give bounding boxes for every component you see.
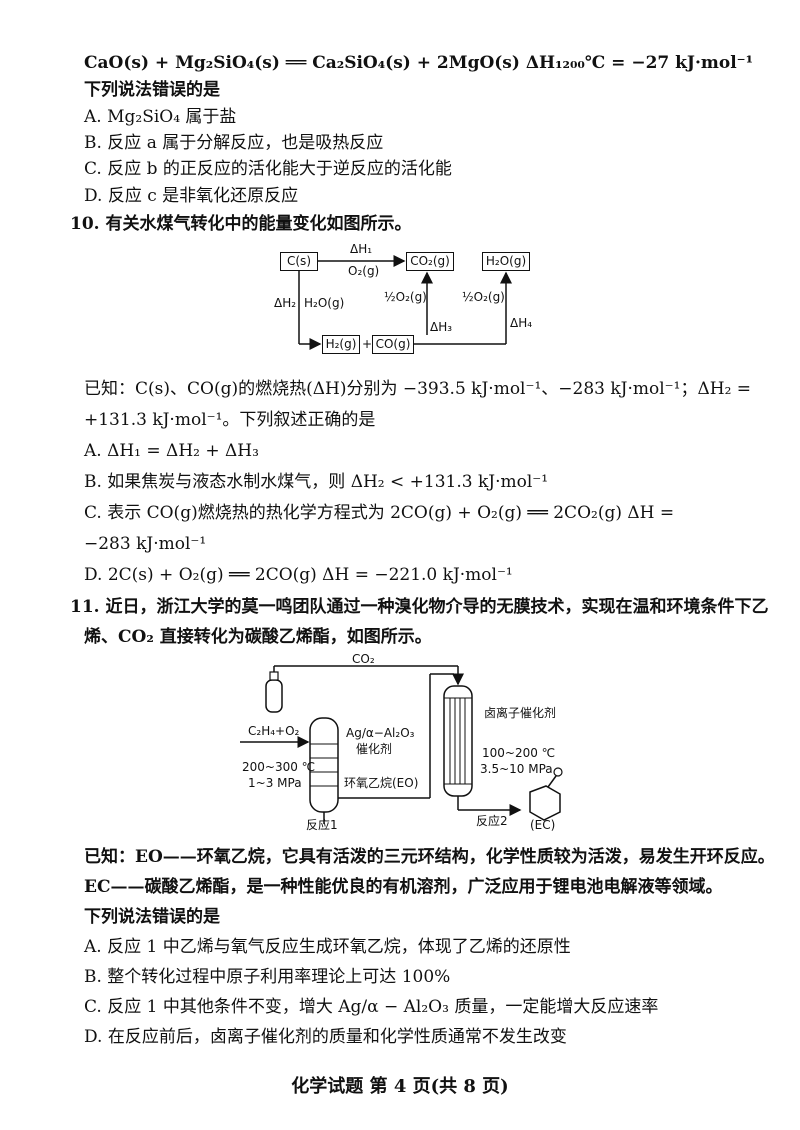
given-eo-definition: 已知：EO——环氧乙烷，它具有活泼的三元环结构，化学性质较为活泼，易发生开环反应… bbox=[84, 847, 775, 867]
question-10-stem: 10. 有关水煤气转化中的能量变化如图所示。 bbox=[70, 214, 412, 234]
condition1-pressure: 1~3 MPa bbox=[248, 776, 302, 790]
box-h2: H₂(g) bbox=[322, 335, 360, 354]
box-co: CO(g) bbox=[372, 335, 414, 354]
catalyst2-label: 卤离子催化剂 bbox=[484, 706, 557, 720]
box-co2: CO₂(g) bbox=[406, 252, 454, 271]
process-diagram: CO₂ C₂H₄+O₂ Ag/α−Al₂O₃ 催化剂 200~300 ℃ 1~3… bbox=[230, 652, 590, 834]
label-half-o2-b: ½O₂(g) bbox=[462, 290, 505, 304]
option-c: C. 表示 CO(g)燃烧热的热化学方程式为 2CO(g) + O₂(g) ══… bbox=[84, 503, 675, 523]
option-a: A. 反应 1 中乙烯与氧气反应生成环氧乙烷，体现了乙烯的还原性 bbox=[84, 937, 571, 957]
given-ec-definition: EC——碳酸乙烯酯，是一种性能优良的有机溶剂，广泛应用于锂电池电解液等领域。 bbox=[84, 877, 723, 897]
option-a: A. Mg₂SiO₄ 属于盐 bbox=[84, 107, 237, 127]
label-dh3: ΔH₃ bbox=[430, 320, 453, 334]
option-d: D. 2C(s) + O₂(g) ══ 2CO(g) ΔH = −221.0 k… bbox=[84, 565, 513, 585]
catalyst1-label: Ag/α−Al₂O₃ bbox=[346, 726, 415, 740]
plus-sign: + bbox=[362, 337, 373, 351]
option-c-continued: −283 kJ·mol⁻¹ bbox=[84, 534, 207, 554]
label-dh1: ΔH₁ bbox=[350, 242, 373, 256]
question-prompt: 下列说法错误的是 bbox=[84, 80, 220, 100]
condition2-temp: 100~200 ℃ bbox=[482, 746, 556, 760]
option-c: C. 反应 b 的正反应的活化能大于逆反应的活化能 bbox=[84, 159, 452, 179]
label-half-o2-a: ½O₂(g) bbox=[384, 290, 427, 304]
given-data-line-2: +131.3 kJ·mol⁻¹。下列叙述正确的是 bbox=[84, 410, 376, 430]
given-data-line-1: 已知：C(s)、CO(g)的燃烧热(ΔH)分别为 −393.5 kJ·mol⁻¹… bbox=[84, 379, 752, 399]
catalyst1-sublabel: 催化剂 bbox=[356, 742, 393, 756]
condition1-temp: 200~300 ℃ bbox=[242, 760, 316, 774]
option-c: C. 反应 1 中其他条件不变，增大 Ag/α − Al₂O₃ 质量，一定能增大… bbox=[84, 997, 659, 1017]
ec-label: (EC) bbox=[530, 818, 556, 832]
energy-diagram: C(s) CO₂(g) H₂O(g) H₂(g) + CO(g) ΔH₁ O₂(… bbox=[260, 240, 560, 370]
condition2-pressure: 3.5~10 MPa bbox=[480, 762, 553, 776]
box-c-solid: C(s) bbox=[280, 252, 318, 271]
page-footer: 化学试题 第 4 页(共 8 页) bbox=[291, 1076, 509, 1097]
question-11-stem-continued: 烯、CO₂ 直接转化为碳酸乙烯酯，如图所示。 bbox=[84, 627, 432, 647]
label-o2: O₂(g) bbox=[348, 264, 380, 278]
label-dh4: ΔH₄ bbox=[510, 316, 533, 330]
eo-label: 环氧乙烷(EO) bbox=[344, 776, 419, 790]
option-b: B. 反应 a 属于分解反应，也是吸热反应 bbox=[84, 133, 384, 153]
feed-label: C₂H₄+O₂ bbox=[248, 724, 300, 738]
question-11-stem: 11. 近日，浙江大学的莫一鸣团队通过一种溴化物介导的无膜技术，实现在温和环境条… bbox=[70, 597, 769, 617]
reaction1-label: 反应1 bbox=[306, 818, 338, 832]
option-d: D. 在反应前后，卤离子催化剂的质量和化学性质通常不发生改变 bbox=[84, 1027, 567, 1047]
option-a: A. ΔH₁ = ΔH₂ + ΔH₃ bbox=[84, 441, 259, 461]
question-prompt: 下列说法错误的是 bbox=[84, 907, 220, 927]
label-h2o-g: H₂O(g) bbox=[304, 296, 345, 310]
equation-line: CaO(s) + Mg₂SiO₄(s) ══ Ca₂SiO₄(s) + 2MgO… bbox=[84, 53, 754, 73]
reaction2-label: 反应2 bbox=[476, 814, 508, 828]
co2-label: CO₂ bbox=[352, 652, 375, 666]
box-h2o: H₂O(g) bbox=[482, 252, 530, 271]
option-b: B. 整个转化过程中原子利用率理论上可达 100% bbox=[84, 967, 451, 987]
option-d: D. 反应 c 是非氧化还原反应 bbox=[84, 186, 299, 206]
energy-diagram-lines bbox=[298, 255, 512, 350]
label-dh2: ΔH₂ bbox=[274, 296, 297, 310]
option-b: B. 如果焦炭与液态水制水煤气，则 ΔH₂ < +131.3 kJ·mol⁻¹ bbox=[84, 472, 549, 492]
process-diagram-drawing bbox=[240, 665, 563, 824]
